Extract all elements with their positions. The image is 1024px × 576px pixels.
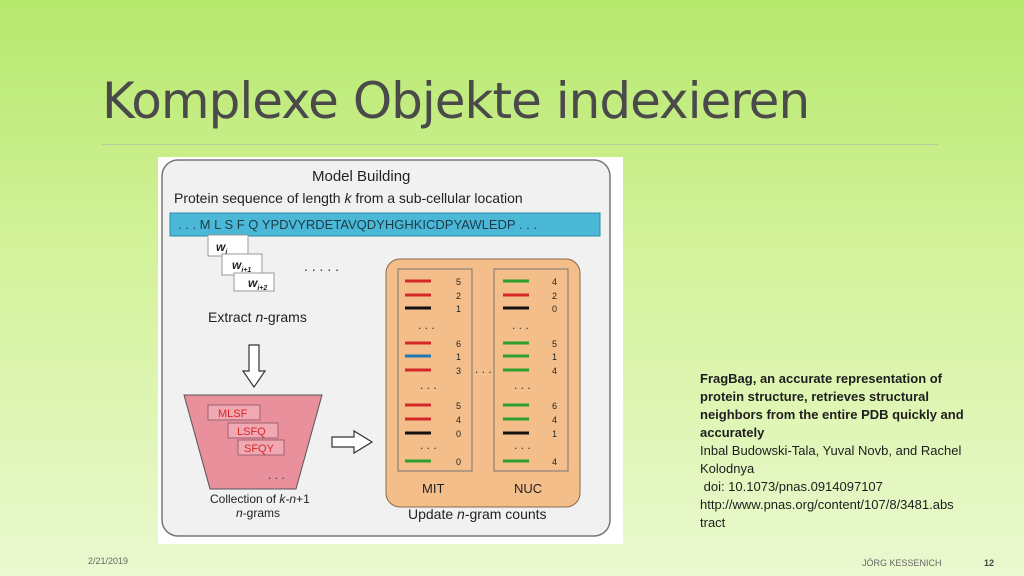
sequence-label-start: Protein sequence of length — [174, 190, 341, 206]
window-ellipsis: . . . . . — [304, 258, 339, 274]
footer-author: JÖRG KESSENICH — [862, 558, 942, 568]
nuc-count-1: 4 — [552, 277, 557, 287]
mit-count-9: 0 — [456, 429, 461, 439]
mit-count-7: 5 — [456, 401, 461, 411]
window-box-i — [207, 234, 249, 257]
mit-ellipsis-3: . . . — [420, 438, 437, 452]
mit-count-rows: 5 2 1 6 1 3 5 4 0 0 — [405, 277, 461, 467]
nuc-count-3: 0 — [552, 304, 557, 314]
mit-count-1: 5 — [456, 277, 461, 287]
extract-ngrams-label: Extract n-grams — [208, 309, 307, 325]
paper-title-line-3: neighbors from the entire PDB quickly an… — [700, 407, 964, 422]
window-label-i: wi — [216, 240, 228, 256]
sequence-text: . . . M L S F Q YPDVYRDETAVQDYHGHKICDPYA… — [178, 217, 537, 232]
nuc-count-10: 4 — [552, 457, 557, 467]
window-label-i2: wi+2 — [248, 276, 267, 292]
paper-title-line-2: protein structure, retrieves structural — [700, 389, 930, 404]
collection-label-line1: Collection of k-n+1 — [210, 492, 310, 506]
sequence-label-end: from a sub-cellular location — [355, 190, 522, 206]
doi-text: doi: 10.1073/pnas.0914097107 — [700, 479, 883, 494]
count-panel — [385, 258, 581, 508]
mit-count-4: 6 — [456, 339, 461, 349]
mit-count-6: 3 — [456, 366, 461, 376]
update-counts-label: Update n-gram counts — [408, 506, 547, 522]
mit-ellipsis-1: . . . — [418, 318, 435, 332]
model-building-diagram: Model Building Protein sequence of lengt… — [161, 159, 611, 537]
mit-label: MIT — [422, 481, 444, 496]
mit-count-2: 2 — [456, 291, 461, 301]
nuc-count-rows: 4 2 0 5 1 4 6 4 1 4 — [503, 277, 557, 467]
mit-count-5: 1 — [456, 352, 461, 362]
window-label-i1: wi+1 — [232, 258, 251, 274]
figure-heading: Model Building — [312, 168, 410, 185]
nuc-count-5: 1 — [552, 352, 557, 362]
ngram-text-1: MLSF — [218, 408, 248, 420]
mit-count-3: 1 — [456, 304, 461, 314]
page-number: 12 — [984, 558, 995, 568]
nuc-count-2: 2 — [552, 291, 557, 301]
nuc-column-box — [493, 268, 569, 472]
mit-count-8: 4 — [456, 415, 461, 425]
authors-line-2: Kolodnya — [700, 461, 755, 476]
footer-date: 2/21/2019 — [88, 556, 129, 566]
nuc-count-6: 4 — [552, 366, 557, 376]
mit-count-10: 0 — [456, 457, 461, 467]
title-divider — [102, 144, 938, 145]
paper-title-line-1: FragBag, an accurate representation of — [700, 371, 943, 386]
ngram-box-2 — [227, 422, 279, 439]
url-line-1[interactable]: http://www.pnas.org/content/107/8/3481.a… — [700, 497, 954, 512]
nuc-ellipsis-3: . . . — [514, 438, 531, 452]
right-arrow-icon — [331, 429, 374, 455]
nuc-count-8: 4 — [552, 415, 557, 425]
sequence-bar — [169, 212, 601, 237]
ngram-text-3: SFQY — [244, 443, 275, 455]
down-arrow-icon — [241, 344, 267, 389]
authors-line-1: Inbal Budowski-Tala, Yuval Novb, and Rac… — [700, 443, 962, 458]
citation-caption: FragBag, an accurate representation of p… — [700, 370, 990, 532]
nuc-ellipsis-2: . . . — [514, 378, 531, 392]
nuc-count-7: 6 — [552, 401, 557, 411]
mit-ellipsis-2: . . . — [420, 378, 437, 392]
ngram-box-3 — [237, 439, 285, 456]
window-box-i2 — [233, 272, 275, 292]
slide-title: Komplexe Objekte indexieren — [102, 72, 810, 130]
funnel-ellipsis: . . . — [268, 468, 285, 482]
nuc-count-4: 5 — [552, 339, 557, 349]
between-columns-ellipsis: . . . — [475, 362, 492, 376]
paper-title-line-4: accurately — [700, 425, 765, 440]
nuc-count-9: 1 — [552, 429, 557, 439]
model-building-figure: Model Building Protein sequence of lengt… — [158, 157, 623, 544]
sequence-label: Protein sequence of length k from a sub-… — [174, 190, 523, 206]
collection-label-line2: n-grams — [236, 506, 280, 520]
mit-column-box — [397, 268, 473, 472]
nuc-label: NUC — [514, 481, 542, 496]
url-line-2[interactable]: tract — [700, 515, 726, 530]
ngram-box-1 — [207, 404, 261, 421]
ngram-text-2: LSFQ — [237, 426, 266, 438]
nuc-ellipsis-1: . . . — [512, 318, 529, 332]
sequence-label-k: k — [344, 190, 352, 206]
